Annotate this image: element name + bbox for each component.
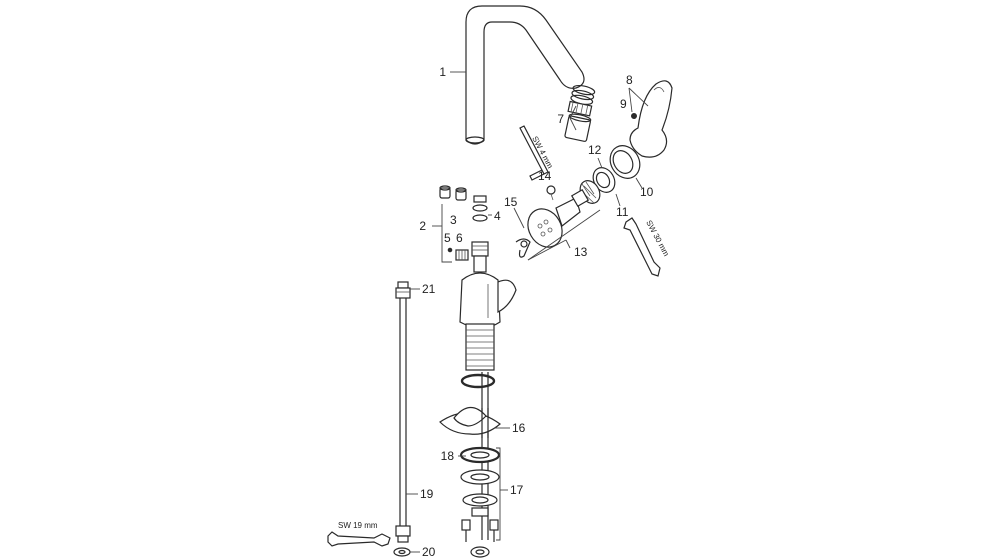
gasket-part-20 — [393, 547, 411, 557]
screw-part-9 — [631, 113, 637, 119]
faucet-body — [459, 241, 517, 371]
label-part-5: 5 — [444, 231, 451, 245]
fitting-parts-3 — [439, 185, 467, 201]
aerator-part-7 — [564, 84, 596, 142]
label-part-1: 1 — [439, 65, 446, 79]
spout-part-1 — [465, 5, 585, 145]
label-part-3: 3 — [450, 213, 457, 227]
label-part-12: 12 — [588, 143, 602, 157]
clip-part-6 — [455, 249, 469, 261]
label-part-16: 16 — [512, 421, 526, 435]
label-part-4: 4 — [494, 209, 501, 223]
o-rings-part-4 — [472, 195, 488, 222]
label-part-18: 18 — [441, 449, 455, 463]
label-part-13: 13 — [574, 245, 588, 259]
clip-part-15 — [515, 238, 531, 258]
label-sw-19mm: SW 19 mm — [338, 521, 378, 530]
label-part-14: 14 — [538, 169, 552, 183]
label-part-17: 17 — [510, 483, 524, 497]
wrench-sw30-tool — [623, 217, 661, 277]
nut-part-12 — [592, 167, 616, 193]
lever-handle-part-8 — [629, 80, 673, 158]
label-part-8: 8 — [626, 73, 633, 87]
label-part-19: 19 — [420, 487, 434, 501]
label-part-11: 11 — [616, 205, 629, 219]
label-part-9: 9 — [620, 97, 627, 111]
label-part-2: 2 — [419, 219, 426, 233]
label-part-10: 10 — [640, 185, 654, 199]
washer-part-18 — [459, 446, 501, 464]
pin-part-5 — [447, 247, 453, 253]
label-part-6: 6 — [456, 231, 463, 245]
label-part-7: 7 — [557, 112, 564, 126]
body-o-ring — [460, 373, 496, 389]
fixing-set-part-17 — [460, 469, 500, 558]
mounting-plate-part-16 — [439, 406, 501, 438]
label-sw-4mm: SW 4 mm — [530, 135, 555, 171]
cap-ring-part-10 — [609, 145, 641, 179]
label-part-15: 15 — [504, 195, 518, 209]
hex-key-tool — [519, 125, 549, 181]
hose-part-19 — [395, 281, 411, 543]
screw-part-14 — [546, 185, 556, 201]
label-part-21: 21 — [422, 282, 436, 296]
cartridge-part-13 — [527, 181, 595, 248]
wrench-sw19-tool — [327, 531, 391, 547]
label-part-20: 20 — [422, 545, 436, 559]
